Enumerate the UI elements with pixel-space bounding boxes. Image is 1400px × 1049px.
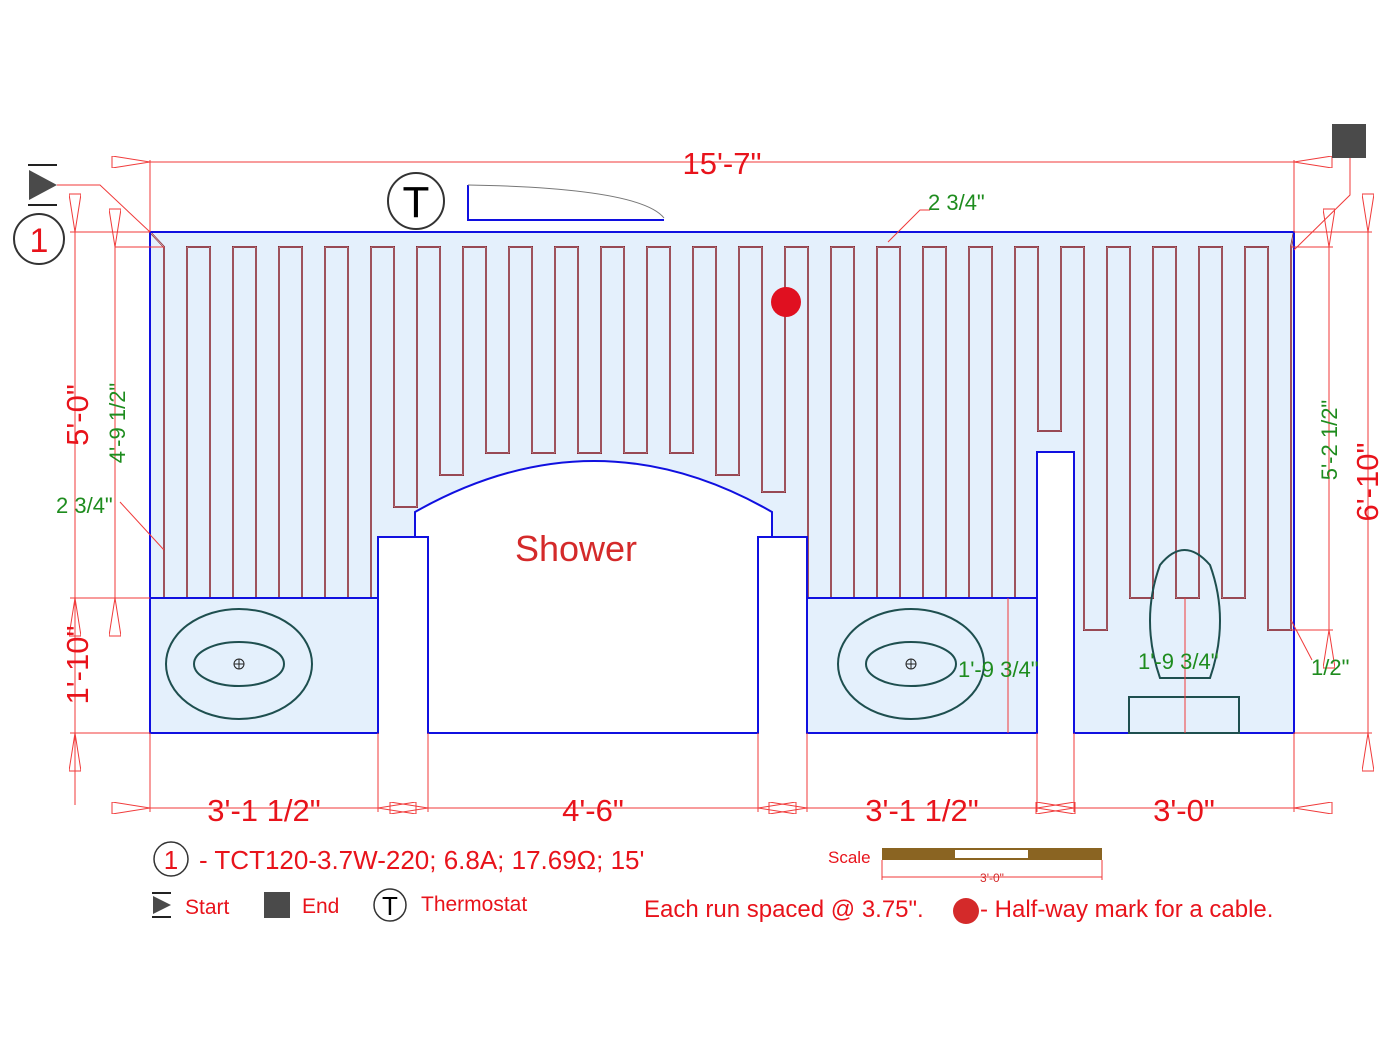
legend-halfway-icon [953, 898, 979, 924]
halfway-note: - Half-way mark for a cable. [980, 896, 1273, 923]
heating-cable-inner [149, 231, 1295, 631]
dim-bottom-2: 4'-6" [562, 793, 624, 828]
thermostat-letter: T [403, 178, 430, 227]
legend-start: Start [185, 896, 230, 919]
legend-cable-spec: - TCT120-3.7W-220; 6.8A; 17.69Ω; 15' [199, 845, 644, 875]
legend-end-icon [264, 892, 290, 918]
dim-bottom-4: 3'-0" [1153, 793, 1215, 828]
start-marker [28, 164, 57, 206]
door-swing [467, 184, 665, 219]
dimension-lines [57, 158, 1372, 812]
legend-thermostat-symbol: T [382, 891, 398, 921]
dim-left-offset: 2 3/4" [56, 493, 113, 518]
scale-label: Scale [828, 848, 871, 867]
dimension-labels: 15'-7" 2 3/4" 5'-0" 1'-10" 4'-9 1/2" 2 3… [56, 146, 1385, 828]
dim-vanity-depth: 1'-9 3/4" [958, 657, 1039, 682]
sink-left [165, 608, 313, 720]
legend-cable-number: 1 [164, 845, 178, 875]
dim-left-height: 5'-0" [60, 384, 95, 446]
circuit-marker: 1 [13, 213, 65, 265]
dim-toilet-depth: 1'-9 3/4" [1138, 649, 1219, 674]
legend-end: End [302, 895, 339, 918]
dim-right-offset: 1/2" [1311, 655, 1349, 680]
start-icon [29, 170, 57, 200]
dim-top-offset: 2 3/4" [928, 190, 985, 215]
end-marker-icon [1332, 124, 1366, 158]
dim-left-lower: 1'-10" [60, 626, 95, 705]
spacing-note: Each run spaced @ 3.75". [644, 896, 924, 923]
legend-start-icon [153, 896, 171, 914]
dim-right-height: 6'-10" [1350, 443, 1385, 522]
legend-thermostat-icon [373, 888, 407, 922]
shower-arch [414, 460, 773, 537]
sink-right [837, 608, 985, 720]
room-walls [149, 184, 1295, 734]
thermostat-marker: T [387, 172, 445, 230]
dim-left-inner: 4'-9 1/2" [105, 383, 130, 464]
dim-right-inner: 5'-2 1/2" [1317, 400, 1342, 481]
dim-overall-width: 15'-7" [683, 146, 762, 181]
legend-thermostat: Thermostat [421, 893, 527, 916]
scale-bar: Scale 3'-0" [828, 848, 1103, 885]
halfway-mark-icon [771, 287, 801, 317]
floor-area [150, 232, 1294, 737]
dim-bottom-1: 3'-1 1/2" [207, 793, 320, 828]
circuit-number: 1 [30, 222, 49, 260]
toilet [1128, 549, 1240, 734]
scale-value: 3'-0" [980, 871, 1004, 885]
shower-label: Shower [515, 528, 637, 569]
legend: 1 - TCT120-3.7W-220; 6.8A; 17.69Ω; 15' S… [152, 841, 1273, 924]
dim-bottom-3: 3'-1 1/2" [865, 793, 978, 828]
